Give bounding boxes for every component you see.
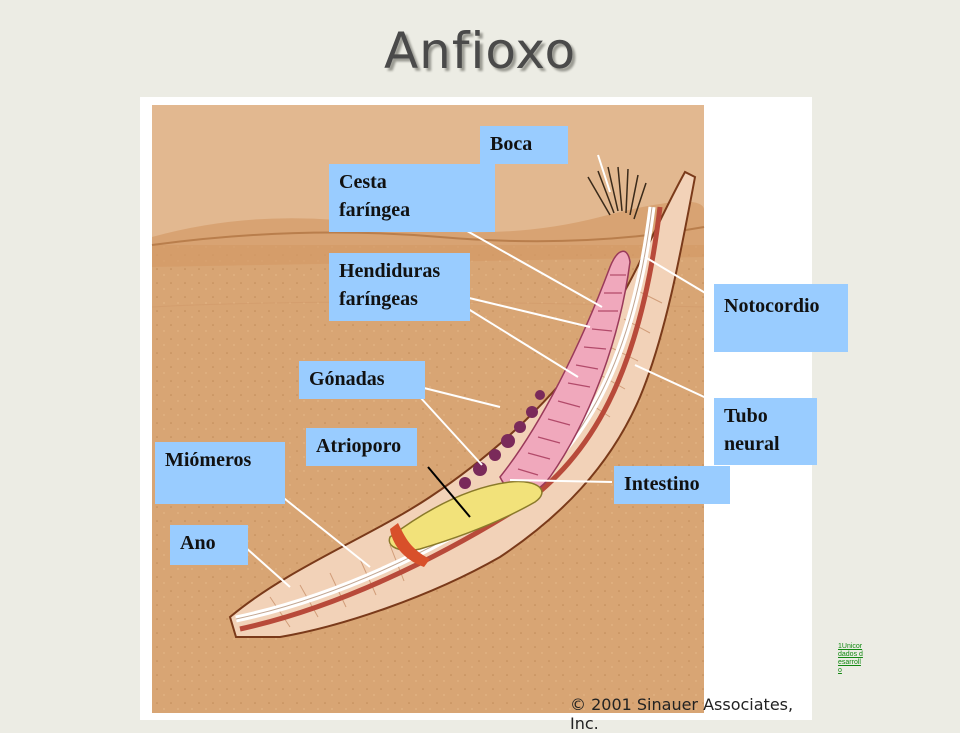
label-boca: Boca xyxy=(480,126,568,164)
label-cesta-faringea: Cesta faríngea xyxy=(329,164,495,232)
label-notocordio: Notocordio xyxy=(714,284,848,352)
slide-title: Anfioxo xyxy=(383,22,577,80)
label-tubo-neural: Tubo neural xyxy=(714,398,817,465)
oral-cirri xyxy=(587,166,647,220)
label-hendiduras-faringeas: Hendiduras faríngeas xyxy=(329,253,470,321)
label-gonadas: Gónadas xyxy=(299,361,425,399)
footnote-link[interactable]: 1Unicor dados desarroll o xyxy=(838,643,863,674)
copyright-text: © 2001 Sinauer Associates, Inc. xyxy=(570,695,794,733)
leader-lines xyxy=(244,154,716,588)
atriopore-leader xyxy=(427,466,471,518)
label-atrioporo: Atrioporo xyxy=(306,428,417,466)
atriopore xyxy=(390,523,430,567)
label-intestino: Intestino xyxy=(614,466,730,504)
label-miomeros: Miómeros xyxy=(155,442,285,504)
label-ano: Ano xyxy=(170,525,248,565)
gonads xyxy=(459,390,545,489)
